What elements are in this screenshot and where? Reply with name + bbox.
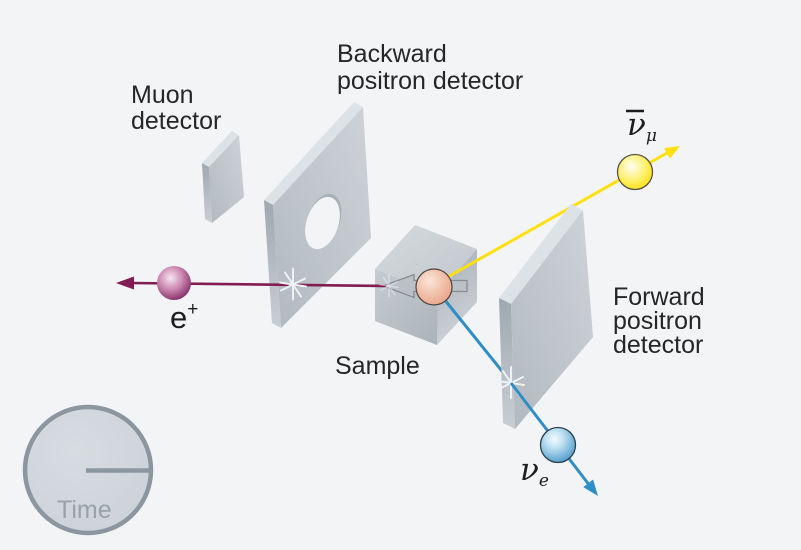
antineutrino-symbol: νμ bbox=[627, 107, 657, 146]
forward-detector-label-line2: positron bbox=[613, 307, 702, 335]
forward-plate-top-bevel bbox=[499, 204, 583, 304]
positron-ball bbox=[157, 266, 191, 300]
backward-plate-side bbox=[264, 200, 281, 328]
positron-symbol-base: e bbox=[170, 300, 187, 335]
forward-detector-label-line3: detector bbox=[613, 331, 703, 359]
neutrino-symbol: νe bbox=[520, 452, 549, 491]
neutrino-track-arrowhead bbox=[583, 479, 598, 496]
forward-detector-label-line1: Forward bbox=[613, 283, 705, 311]
sample-label: Sample bbox=[335, 352, 420, 380]
muon-detector-label-line1: Muon bbox=[131, 81, 194, 109]
positron-symbol: e+ bbox=[170, 299, 198, 335]
backward-detector-plate bbox=[264, 102, 371, 328]
muon-detector-plate bbox=[202, 131, 244, 223]
labels: Muon detector Backward positron detector… bbox=[57, 40, 705, 524]
backward-detector-label-line2: positron detector bbox=[337, 67, 523, 95]
muon-plate-side bbox=[202, 163, 212, 223]
time-clock bbox=[22, 404, 154, 536]
antineutrino-track-arrowhead bbox=[664, 146, 680, 159]
muon-detector-label-line2: detector bbox=[131, 107, 221, 135]
neutrino-symbol-base: ν bbox=[520, 452, 539, 488]
muon-sphere bbox=[415, 268, 453, 306]
time-label: Time bbox=[57, 496, 112, 524]
backward-plate-hole bbox=[305, 196, 340, 250]
forward-plate-face bbox=[511, 210, 593, 429]
backward-detector-label-line1: Backward bbox=[337, 40, 447, 68]
antineutrino-symbol-subscript: μ bbox=[646, 126, 657, 146]
muon-plate-face bbox=[209, 135, 244, 223]
forward-detector-plate bbox=[499, 204, 593, 429]
neutrino-symbol-subscript: e bbox=[539, 471, 549, 491]
positron-symbol-superscript: + bbox=[187, 299, 198, 320]
muon-plate-top-bevel bbox=[202, 131, 239, 167]
positron-track-arrowhead bbox=[116, 276, 134, 290]
muon-antineutrino-ball bbox=[616, 153, 654, 191]
electron-neutrino-ball bbox=[539, 426, 577, 464]
sample-cube-right-face bbox=[437, 249, 477, 345]
backward-plate-top-bevel bbox=[264, 102, 363, 205]
antineutrino-symbol-base: ν bbox=[627, 107, 646, 143]
